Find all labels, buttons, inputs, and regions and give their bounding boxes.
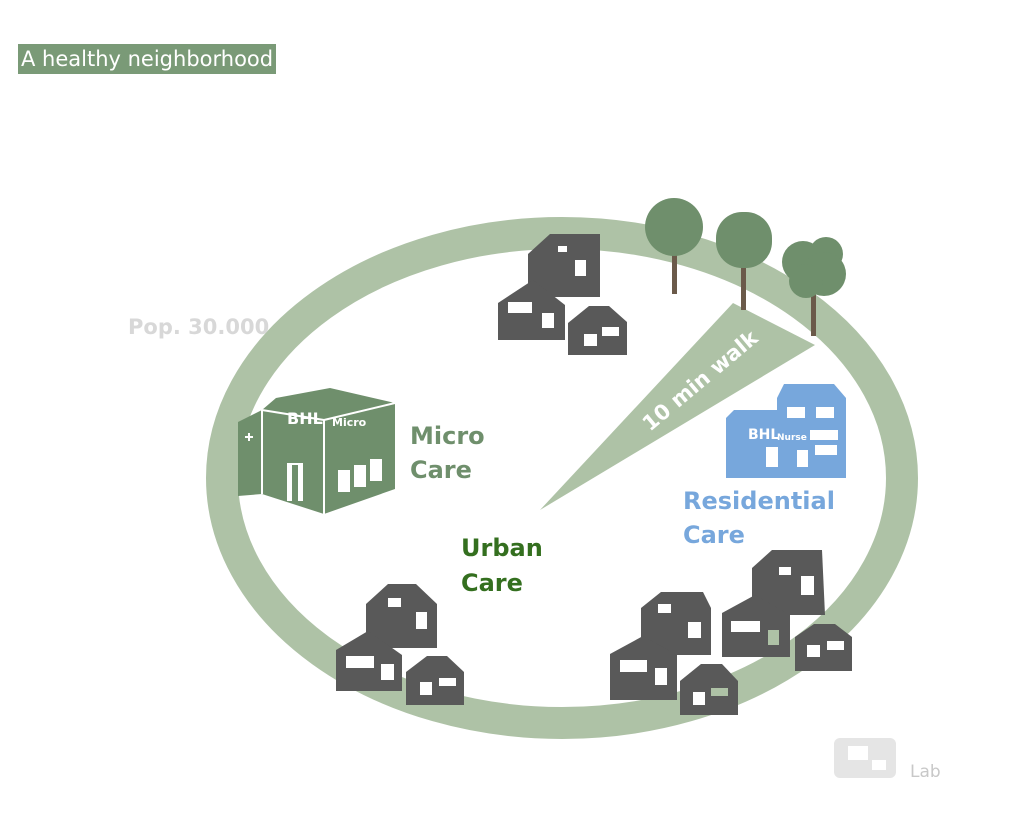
house-cluster-bottom-right xyxy=(610,550,852,715)
house-cluster-bottom-left xyxy=(336,584,464,705)
residential-care-line1: Residential xyxy=(683,487,835,515)
house-icon xyxy=(680,664,738,715)
residential-care-line2: Care xyxy=(683,521,745,549)
walk-radius-wedge xyxy=(540,303,815,510)
house-icon xyxy=(568,306,627,355)
nurse-hub-building: BHL Nurse Hub xyxy=(726,384,846,478)
house-icon xyxy=(752,550,825,615)
urban-care-line2: Care xyxy=(461,569,523,597)
population-label: Pop. 30.000 xyxy=(128,315,269,339)
tree-icon xyxy=(716,212,772,310)
house-icon xyxy=(498,280,565,340)
micro-care-building: BHL Micro xyxy=(238,388,396,514)
house-icon xyxy=(528,234,600,297)
tree-icon xyxy=(645,198,703,294)
neighborhood-ring xyxy=(206,217,918,739)
nurse-hub-name: Nurse Hub xyxy=(777,433,831,443)
logo-text: Lab xyxy=(910,762,941,782)
micro-care-line1: Micro xyxy=(410,422,485,450)
house-icon xyxy=(366,584,437,648)
house-icon xyxy=(610,636,677,700)
tree-icon xyxy=(782,237,846,336)
nurse-hub-brand: BHL xyxy=(748,427,779,443)
house-icon xyxy=(722,595,790,657)
trees xyxy=(645,198,846,336)
micro-building-name: Micro xyxy=(332,416,367,429)
house-cluster-top xyxy=(498,234,627,355)
urban-care-line1: Urban xyxy=(461,534,543,562)
house-icon xyxy=(336,631,402,691)
page-title: A healthy neighborhood xyxy=(18,44,277,74)
bold-lab-logo: Lab xyxy=(834,738,941,782)
house-icon xyxy=(406,656,464,705)
micro-building-brand: BHL xyxy=(287,409,323,428)
micro-care-line2: Care xyxy=(410,456,472,484)
house-icon xyxy=(641,592,711,655)
house-icon xyxy=(795,624,852,671)
